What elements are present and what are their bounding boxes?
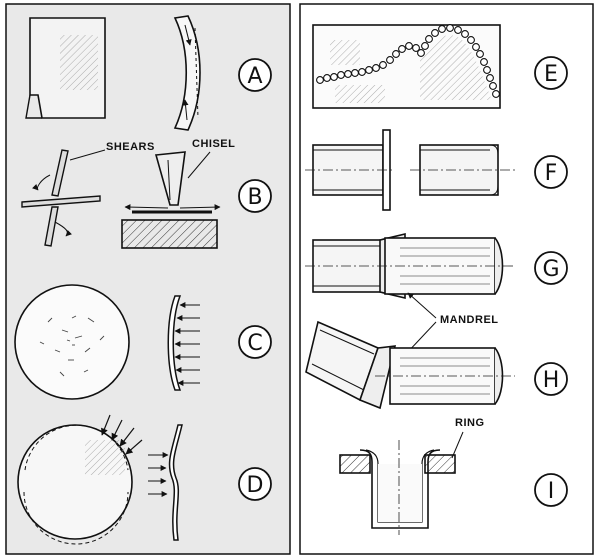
- row-e-label: E: [544, 62, 558, 87]
- row-f-label: F: [545, 161, 558, 186]
- row-c-illustration: [14, 284, 200, 400]
- row-h-label: H: [543, 368, 560, 393]
- row-a-illustration: [25, 15, 201, 131]
- chisel-callout: CHISEL: [192, 138, 235, 150]
- row-g-label-circle: G: [534, 251, 568, 285]
- row-b-illustration: SHEARS CHISEL: [21, 138, 235, 249]
- row-a-label: A: [247, 64, 262, 89]
- row-a-label-circle: A: [238, 58, 272, 92]
- row-c-label-circle: C: [238, 325, 272, 359]
- row-f-illustration: [305, 129, 515, 211]
- right-panel: E F: [299, 3, 594, 555]
- row-h-label-circle: H: [534, 362, 568, 396]
- row-b-label-circle: B: [238, 179, 272, 213]
- row-c-label: C: [247, 331, 262, 356]
- left-panel: A SHEARS CHISEL B: [5, 3, 291, 555]
- shears-callout: SHEARS: [106, 141, 155, 153]
- row-i-illustration: RING: [339, 417, 485, 535]
- row-g-label: G: [542, 257, 559, 282]
- mandrel-callout: MANDREL: [440, 314, 499, 326]
- row-f-label-circle: F: [534, 155, 568, 189]
- row-b-label: B: [247, 185, 262, 210]
- row-h-illustration: [305, 320, 515, 410]
- ring-callout: RING: [455, 417, 485, 429]
- row-g-illustration: [305, 232, 515, 300]
- row-d-illustration: [17, 414, 183, 545]
- row-e-illustration: [312, 24, 501, 109]
- row-i-label: I: [548, 479, 555, 504]
- row-d-label: D: [247, 473, 264, 498]
- row-e-label-circle: E: [534, 56, 568, 90]
- mandrel-callout-group: MANDREL: [404, 292, 499, 356]
- row-i-label-circle: I: [534, 473, 568, 507]
- row-d-label-circle: D: [238, 467, 272, 501]
